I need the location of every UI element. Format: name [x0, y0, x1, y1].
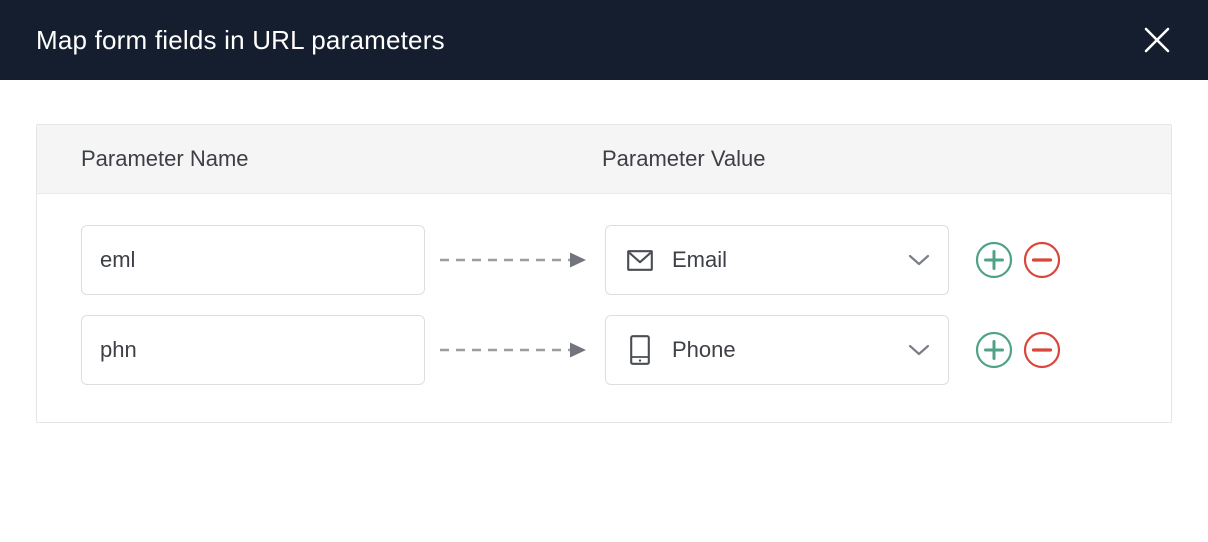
mapping-connector: [425, 341, 605, 359]
close-button[interactable]: [1134, 17, 1180, 63]
plus-circle-icon: [975, 331, 1013, 369]
panel-header-row: Parameter Name Parameter Value: [37, 125, 1171, 194]
page-title: Map form fields in URL parameters: [36, 24, 445, 55]
dashed-arrow-icon: [440, 252, 586, 268]
phone-icon: [626, 335, 654, 365]
parameter-name-input[interactable]: [81, 315, 425, 385]
remove-row-button[interactable]: [1023, 241, 1061, 279]
plus-circle-icon: [975, 241, 1013, 279]
parameter-name-input[interactable]: [81, 225, 425, 295]
modal-header: Map form fields in URL parameters: [0, 0, 1208, 80]
close-icon: [1144, 27, 1170, 53]
mapping-connector: [425, 251, 605, 269]
modal-body: Parameter Name Parameter Value: [0, 80, 1208, 423]
add-row-button[interactable]: [975, 331, 1013, 369]
minus-circle-icon: [1023, 241, 1061, 279]
minus-circle-icon: [1023, 331, 1061, 369]
table-row: Phone: [37, 312, 1171, 388]
dashed-arrow-icon: [440, 342, 586, 358]
parameter-mapping-panel: Parameter Name Parameter Value: [36, 124, 1172, 423]
parameter-value-dropdown[interactable]: Email: [605, 225, 949, 295]
envelope-icon: [626, 249, 654, 271]
chevron-down-icon: [908, 253, 930, 267]
mapping-rows: Email: [37, 194, 1171, 422]
remove-row-button[interactable]: [1023, 331, 1061, 369]
chevron-down-icon: [908, 343, 930, 357]
table-row: Email: [37, 222, 1171, 298]
parameter-value-label: Email: [672, 247, 728, 272]
add-row-button[interactable]: [975, 241, 1013, 279]
parameter-value-label: Phone: [672, 337, 736, 362]
parameter-value-dropdown[interactable]: Phone: [605, 315, 949, 385]
row-actions: [975, 331, 1061, 369]
column-header-parameter-name: Parameter Name: [81, 146, 249, 171]
row-actions: [975, 241, 1061, 279]
column-header-parameter-value: Parameter Value: [602, 146, 766, 171]
